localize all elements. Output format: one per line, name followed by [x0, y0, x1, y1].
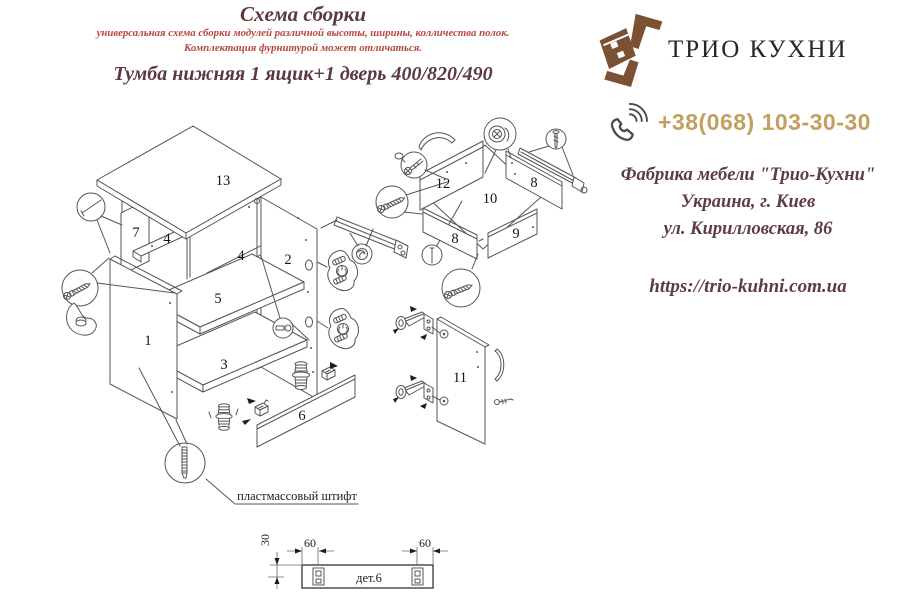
drawer-slide-left	[320, 216, 409, 259]
sheet-subtitle-line1: универсальная схема сборки модулей разли…	[96, 27, 510, 40]
adjustable-foot	[215, 403, 233, 431]
cam-lock-callout	[483, 117, 517, 174]
door-handle	[494, 348, 505, 382]
door-panel-11	[436, 316, 490, 445]
svg-text:30: 30	[258, 534, 272, 546]
detail-drawing: пластмассовый штифт дет.6 60	[205, 478, 448, 589]
cover-cap-callout	[66, 302, 97, 336]
confirmat-screw-callout	[61, 257, 176, 307]
plinth-and-feet	[208, 361, 356, 448]
phone-number: +38(068) 103-30-30	[658, 108, 871, 135]
part-label-12: 12	[436, 176, 451, 192]
part-label-9: 9	[512, 226, 519, 242]
drawer-handle	[418, 132, 456, 151]
washer	[394, 152, 404, 160]
part-label-4b: 4	[237, 248, 245, 264]
part-label-4a: 4	[163, 231, 171, 247]
part-label-11: 11	[453, 370, 467, 386]
website-url: https://trio-kuhni.com.ua	[649, 276, 847, 298]
logo: ТРИО КУХНИ	[592, 6, 904, 94]
part-label-10: 10	[483, 191, 498, 207]
plinth-panel-6	[256, 374, 356, 448]
phone-handset-icon	[610, 102, 648, 142]
dimension-vertical-30: 30	[258, 534, 302, 589]
door-hinge	[392, 374, 434, 410]
svg-text:60: 60	[304, 536, 316, 550]
part-label-3: 3	[220, 357, 227, 373]
screw-callout	[528, 128, 574, 176]
plastic-pin-label: пластмассовый штифт	[237, 489, 357, 503]
address-line-2: Украина, г. Киев	[680, 191, 816, 212]
pin-callout	[421, 244, 443, 266]
drawer-front-9	[487, 208, 538, 259]
part-label-13: 13	[216, 173, 231, 189]
part-label-8b: 8	[451, 231, 458, 247]
minifix-fitting-callout	[328, 307, 359, 350]
part-label-7: 7	[132, 225, 139, 241]
detail-pin	[411, 567, 424, 586]
part-label-2: 2	[284, 252, 291, 268]
brand-column: ТРИО КУХНИ +38(068) 103-30-30 Фабрика ме…	[592, 6, 904, 298]
detail-pin	[312, 567, 325, 586]
sheet-title: Схема сборки	[239, 2, 366, 26]
address-line-1: Фабрика мебели "Трио-Кухни"	[620, 165, 876, 185]
detail-part-name: дет.6	[356, 571, 382, 585]
cabinet-carcass	[96, 125, 318, 420]
handle-screw	[494, 398, 514, 405]
part-label-6: 6	[298, 408, 305, 424]
cam-bolt-callout	[260, 255, 310, 341]
door-assembly	[392, 305, 514, 445]
plastic-pin-callout	[138, 367, 206, 484]
nail-callout	[76, 192, 123, 254]
dimension-left-60: 60	[287, 536, 334, 566]
address-line-3: ул. Кирилловская, 86	[663, 218, 833, 239]
drawer-assembly	[375, 117, 588, 308]
logo-text: ТРИО КУХНИ	[668, 36, 848, 63]
phone-row: +38(068) 103-30-30	[606, 102, 904, 142]
drawer-side-8-left	[422, 207, 484, 260]
roller-cam-callout	[349, 228, 374, 265]
drawer-confirmat-callout	[441, 253, 481, 308]
drawer-slide-right	[517, 147, 588, 194]
drawer-side-8-right	[505, 150, 563, 210]
part-label-1: 1	[144, 333, 151, 349]
panel-left-side-1	[109, 255, 183, 420]
address-block: Фабрика мебели "Трио-Кухни" Украина, г. …	[592, 162, 904, 242]
product-title: Тумба нижняя 1 ящик+1 дверь 400/820/490	[113, 63, 493, 86]
dowel-callout	[375, 181, 448, 219]
plinth-clip	[254, 399, 269, 417]
part-label-8a: 8	[530, 175, 537, 191]
svg-text:60: 60	[419, 536, 431, 550]
detail-part-outline	[301, 564, 434, 589]
door-hinge	[392, 305, 434, 341]
dimension-right-60: 60	[402, 536, 448, 566]
part-number-labels: 13 7 4 4 2 5 1 3 6 12 10 8 8 9 11	[132, 173, 537, 424]
sheet-header: Схема сборки универсальная схема сборки …	[28, 2, 578, 86]
carcass-callouts	[61, 192, 409, 484]
part-label-5: 5	[214, 291, 221, 307]
sheet-subtitle-line2: Комплектация фурнитурой может отличаться…	[183, 41, 422, 54]
panel-top-13	[96, 125, 282, 240]
handle-bolt-callout	[400, 151, 447, 180]
trio-kitchens-logo-icon	[599, 13, 663, 88]
